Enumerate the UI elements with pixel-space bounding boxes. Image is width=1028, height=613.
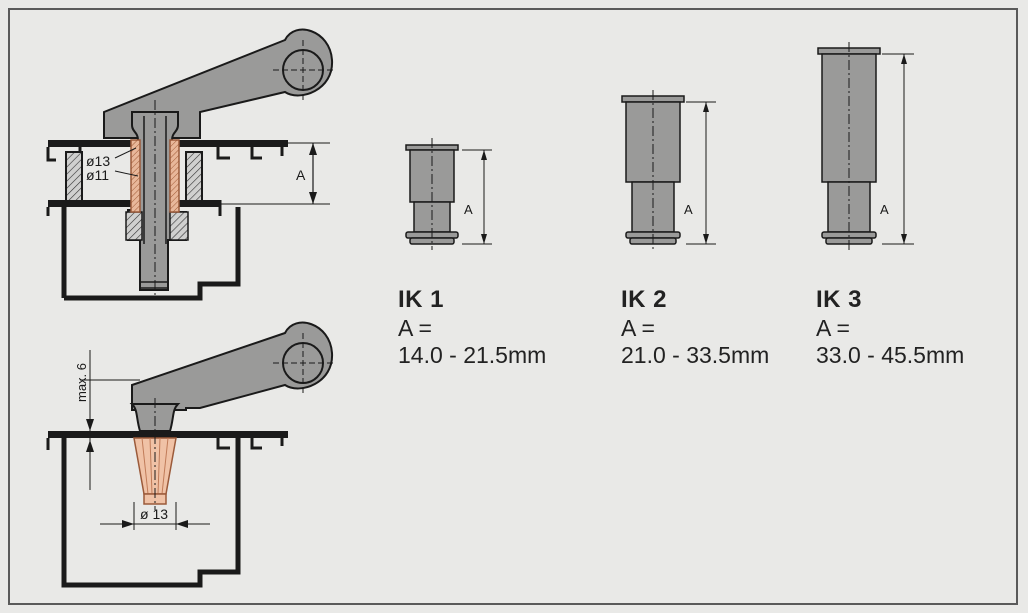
ik2-caption: IK 2 A = 21.0 - 33.5mm (621, 286, 769, 370)
dim-d13-lower-label: ø 13 (140, 506, 168, 522)
ik3-range: 33.0 - 45.5mm (816, 342, 965, 369)
variant-ik1-pin (405, 138, 492, 250)
ik3-name: IK 3 (816, 286, 863, 313)
dim-d13-label: ø13 (86, 153, 110, 169)
right-seal (185, 151, 203, 203)
ik3-dim-label: A (880, 202, 889, 217)
ik3-a-label: A = (816, 314, 850, 341)
top-lever (103, 28, 334, 139)
ik3-caption: IK 3 A = 33.0 - 45.5mm (816, 286, 964, 370)
top-dim-a-label: A (296, 167, 306, 183)
bottom-housing (61, 438, 241, 588)
ik1-caption: IK 1 A = 14.0 - 21.5mm (398, 286, 546, 370)
variant-ik3-pin (817, 42, 914, 250)
ik2-range: 21.0 - 33.5mm (621, 342, 770, 369)
ik1-dim-label: A (464, 202, 473, 217)
left-seal (65, 151, 83, 203)
bottom-assembly-section (46, 321, 334, 588)
ik1-name: IK 1 (398, 286, 445, 313)
bottom-frame-plate (48, 431, 288, 438)
ik2-dim-label: A (684, 202, 693, 217)
ik1-a-label: A = (398, 314, 432, 341)
top-assembly-section (46, 28, 334, 301)
bottom-lever (131, 321, 334, 411)
copper-sleeve-right (169, 139, 180, 213)
variant-ik2-pin (621, 90, 716, 250)
dim-d11-label: ø11 (86, 167, 109, 183)
ik2-a-label: A = (621, 314, 655, 341)
copper-sleeve-left (130, 139, 141, 213)
ik2-name: IK 2 (621, 286, 668, 313)
dim-max-label: max. 6 (74, 363, 89, 402)
ik1-range: 14.0 - 21.5mm (398, 342, 547, 369)
